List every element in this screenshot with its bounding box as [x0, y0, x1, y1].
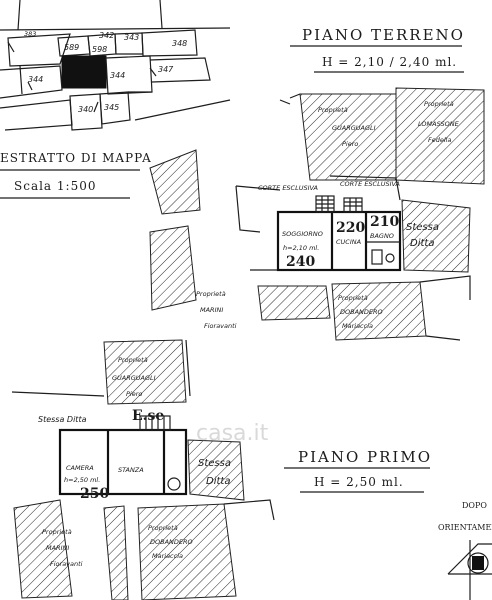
parcel-label: 345: [104, 103, 119, 112]
parcel-label: 343: [124, 33, 139, 42]
neighbor-label: DOBANDERO: [150, 538, 193, 546]
neighbor-label: GUARGUAGLI: [112, 374, 156, 382]
room-height: h=2,10 ml.: [283, 244, 319, 252]
first-floor-height: H = 2,50 ml.: [314, 475, 404, 489]
first-floor-title: PIANO PRIMO: [298, 448, 432, 466]
neighbor-label: Ditta: [206, 476, 230, 487]
parcel-label: 344: [28, 75, 43, 84]
neighbor-hatch-north-right: [395, 87, 485, 185]
court-label: CORTE ESCLUSIVA: [258, 184, 318, 192]
neighbor-label: MARINI: [46, 544, 69, 552]
ground-floor-title: PIANO TERRENO: [302, 26, 465, 44]
neighbor-label: Mariaccia: [342, 322, 373, 330]
neighbor-label: Proprietà: [118, 356, 148, 364]
parcel-label: 342: [99, 31, 114, 40]
parcel-label: 340: [78, 105, 93, 114]
neighbor-label: Proprietà: [42, 528, 72, 536]
room-height: h=2,50 ml.: [64, 476, 100, 484]
neighbor-label: Proprietà: [338, 294, 368, 302]
neighbor-label: Proprietà: [196, 290, 226, 298]
room-area: 210: [370, 214, 399, 230]
first-floor-plan: Proprietà GUARGUAGLI Piero Stessa Ditta …: [11, 339, 275, 600]
neighbor-label: Proprietà: [424, 100, 454, 108]
parcel-label: 348: [172, 39, 187, 48]
neighbor-label: MARINI: [200, 306, 223, 314]
room-name: SOGGIORNO: [282, 230, 323, 238]
first-floor-walls: [58, 428, 188, 496]
room-name: STANZA: [118, 466, 144, 474]
neighbor-label: Ditta: [410, 238, 434, 249]
neighbor-label: Stessa: [406, 222, 439, 233]
same-owner-label: Stessa Ditta: [38, 415, 87, 424]
room-name: BAGNO: [370, 232, 394, 240]
parcel-label: 589: [64, 43, 79, 52]
court-label: CORTE ESCLUSIVA: [340, 180, 400, 188]
ground-floor-plan: Proprietà GUARGUAGLI Piero Proprietà LOM…: [149, 87, 485, 341]
neighbor-label: GUARGUAGLI: [332, 124, 376, 132]
legend-corner-label: DOPO: [462, 501, 487, 510]
parcel-label: 598: [92, 45, 107, 54]
neighbor-label: Fioravanti: [204, 322, 237, 330]
neighbor-label: DOBANDERO: [340, 308, 383, 316]
ground-floor-height: H = 2,10 / 2,40 ml.: [322, 55, 457, 69]
parcel-label: 347: [158, 65, 174, 74]
neighbor-label: Proprietà: [318, 106, 348, 114]
ground-floor-header: PIANO TERRENO H = 2,10 / 2,40 ml.: [290, 26, 465, 73]
neighbor-label: Piero: [126, 390, 142, 398]
neighbor-hatch-north-left: [299, 93, 397, 181]
neighbor-label: Piero: [342, 140, 358, 148]
room-name: CAMERA: [66, 464, 94, 472]
neighbor-label: LOMASSONE: [418, 120, 460, 128]
room-name: CUCINA: [336, 238, 361, 246]
first-floor-header: PIANO PRIMO H = 2,50 ml.: [284, 448, 432, 493]
room-area: 240: [286, 254, 315, 270]
neighbor-label: Proprietà: [148, 524, 178, 532]
neighbor-label: Mariaccia: [152, 552, 183, 560]
orientation-legend: DOPO ORIENTAMENTO: [438, 501, 492, 600]
room-area: 220: [336, 220, 365, 236]
cadastral-title: ESTRATTO DI MAPPA: [0, 151, 152, 165]
neighbor-label: Fioravanti: [50, 560, 83, 568]
cadastral-scale: Scala 1:500: [14, 179, 96, 193]
ground-floor-walls: [276, 210, 402, 272]
neighbor-label: Fedella: [428, 136, 451, 144]
room-area: 250: [80, 486, 109, 502]
cadastral-map: 383 589 598 342 343 348 344 344 347 340 …: [0, 0, 231, 199]
watermark: casa.it: [196, 421, 269, 446]
north-arrow-icon: [447, 540, 492, 600]
orientation-label: ORIENTAMENTO: [438, 523, 492, 532]
neighbor-label: Stessa: [198, 458, 231, 469]
parcel-label: 383: [24, 30, 36, 38]
parcel-label: 344: [110, 71, 125, 80]
